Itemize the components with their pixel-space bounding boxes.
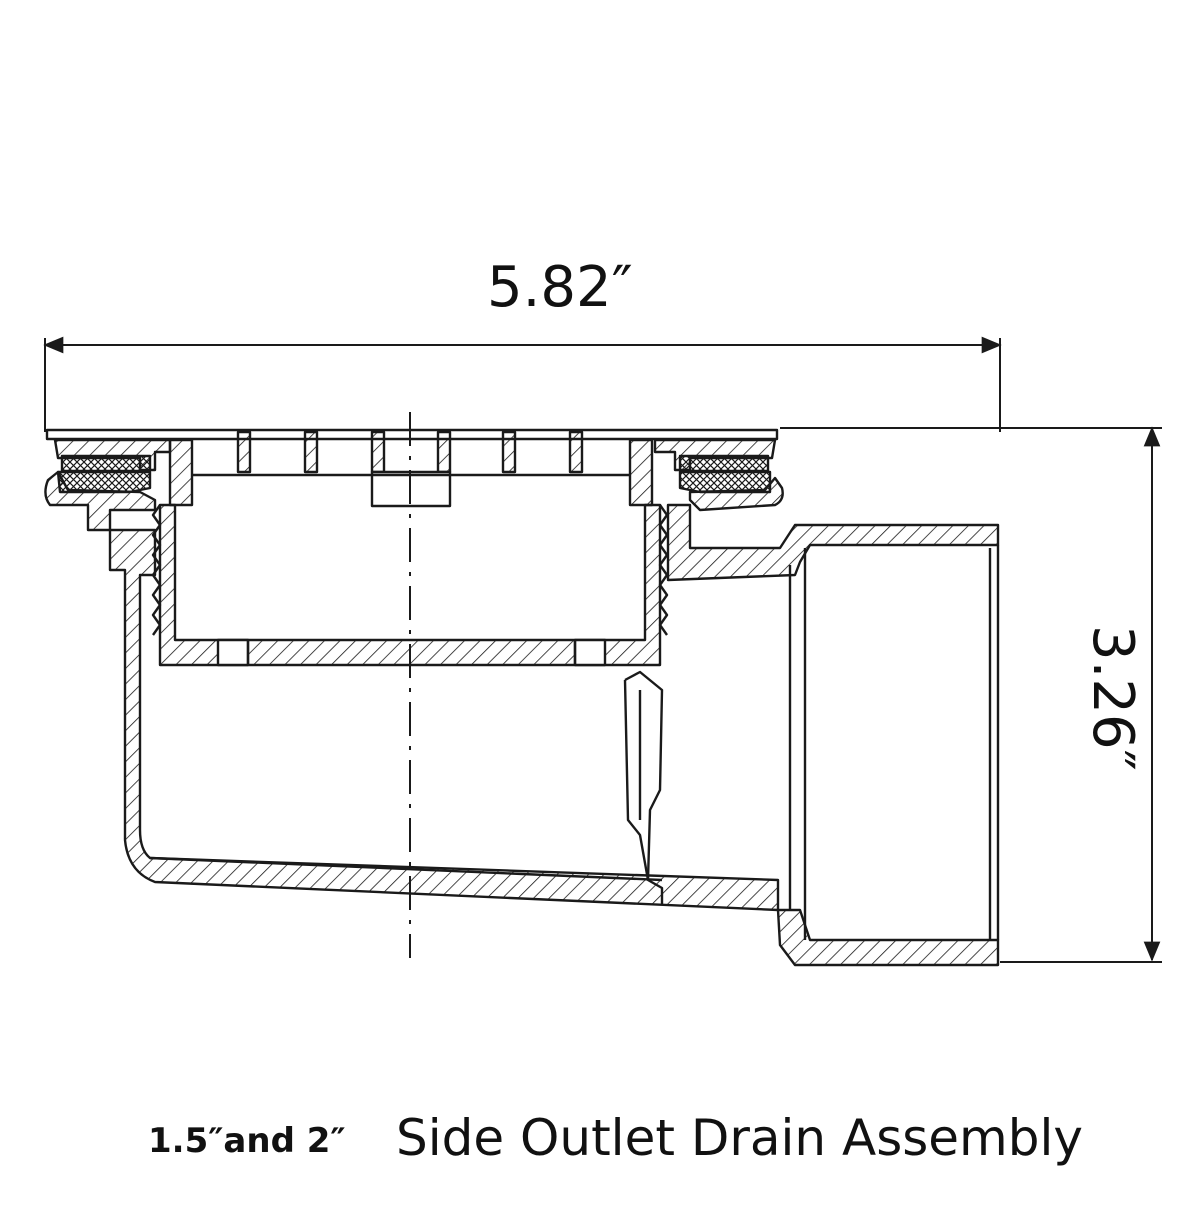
left-flange	[44, 438, 194, 532]
threaded-insert	[151, 503, 669, 667]
caption-title: Side Outlet Drain Assembly	[396, 1109, 1083, 1167]
grate-plate	[45, 428, 779, 441]
height-label: 3.26″	[1080, 625, 1145, 771]
width-dimension	[43, 336, 1002, 432]
drain-body	[108, 503, 1000, 967]
height-dimension	[780, 426, 1162, 963]
internal-baffle	[623, 670, 664, 905]
caption-sizes: 1.5″and 2″	[148, 1121, 346, 1161]
width-label: 5.82″	[487, 255, 633, 320]
right-flange	[628, 438, 784, 512]
